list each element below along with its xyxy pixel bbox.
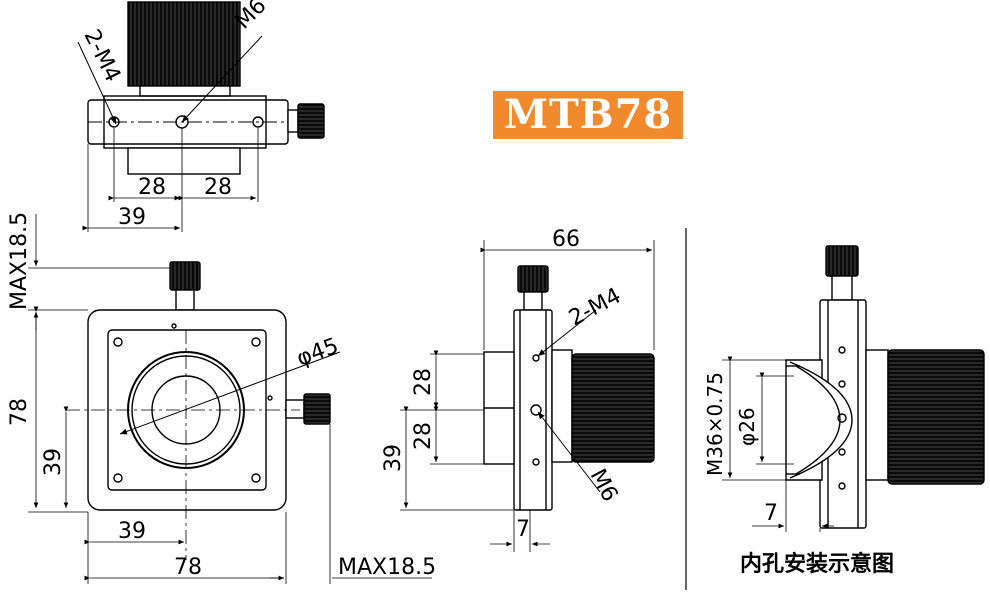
side-thread-label: M6	[585, 465, 623, 506]
front-max-top: MAX18.5	[7, 212, 32, 310]
front-top-knob	[169, 261, 201, 291]
side-top-knob	[517, 265, 549, 293]
top-knob	[127, 1, 241, 87]
mount-knob	[887, 349, 985, 485]
side-knob	[571, 353, 655, 463]
side-dim-height: 39	[381, 444, 406, 472]
front-height: 78	[7, 398, 32, 426]
front-hole-label: 39	[41, 448, 66, 476]
side-dim-lower: 28	[411, 422, 436, 450]
front-bore-label: φ45	[294, 334, 343, 372]
top-view	[77, 1, 325, 232]
top-hole-label: 2-M4	[79, 26, 126, 86]
mount-caption: 内孔安装示意图	[740, 552, 895, 577]
side-dim-upper: 28	[411, 368, 436, 396]
front-max-right: MAX18.5	[338, 555, 436, 580]
top-dim-left: 28	[138, 175, 166, 200]
front-width: 78	[174, 555, 202, 580]
top-side-knob	[297, 103, 325, 139]
side-hole-label: 2-M4	[565, 283, 625, 331]
side-dim-7: 7	[516, 517, 530, 542]
mount-bore: φ26	[735, 407, 759, 446]
mount-thread: M36×0.75	[703, 372, 727, 476]
side-width: 66	[552, 227, 580, 252]
title-badge: MTB78	[493, 91, 683, 139]
top-dim-bottom: 39	[118, 205, 146, 230]
front-offset-label: 39	[118, 519, 146, 544]
side-view	[400, 240, 655, 552]
mount-top-knob	[825, 245, 859, 277]
front-side-knob	[303, 393, 331, 425]
top-dim-right: 28	[204, 175, 232, 200]
mount-view	[722, 245, 985, 532]
front-view	[28, 214, 432, 584]
mount-dim-7: 7	[764, 501, 778, 526]
